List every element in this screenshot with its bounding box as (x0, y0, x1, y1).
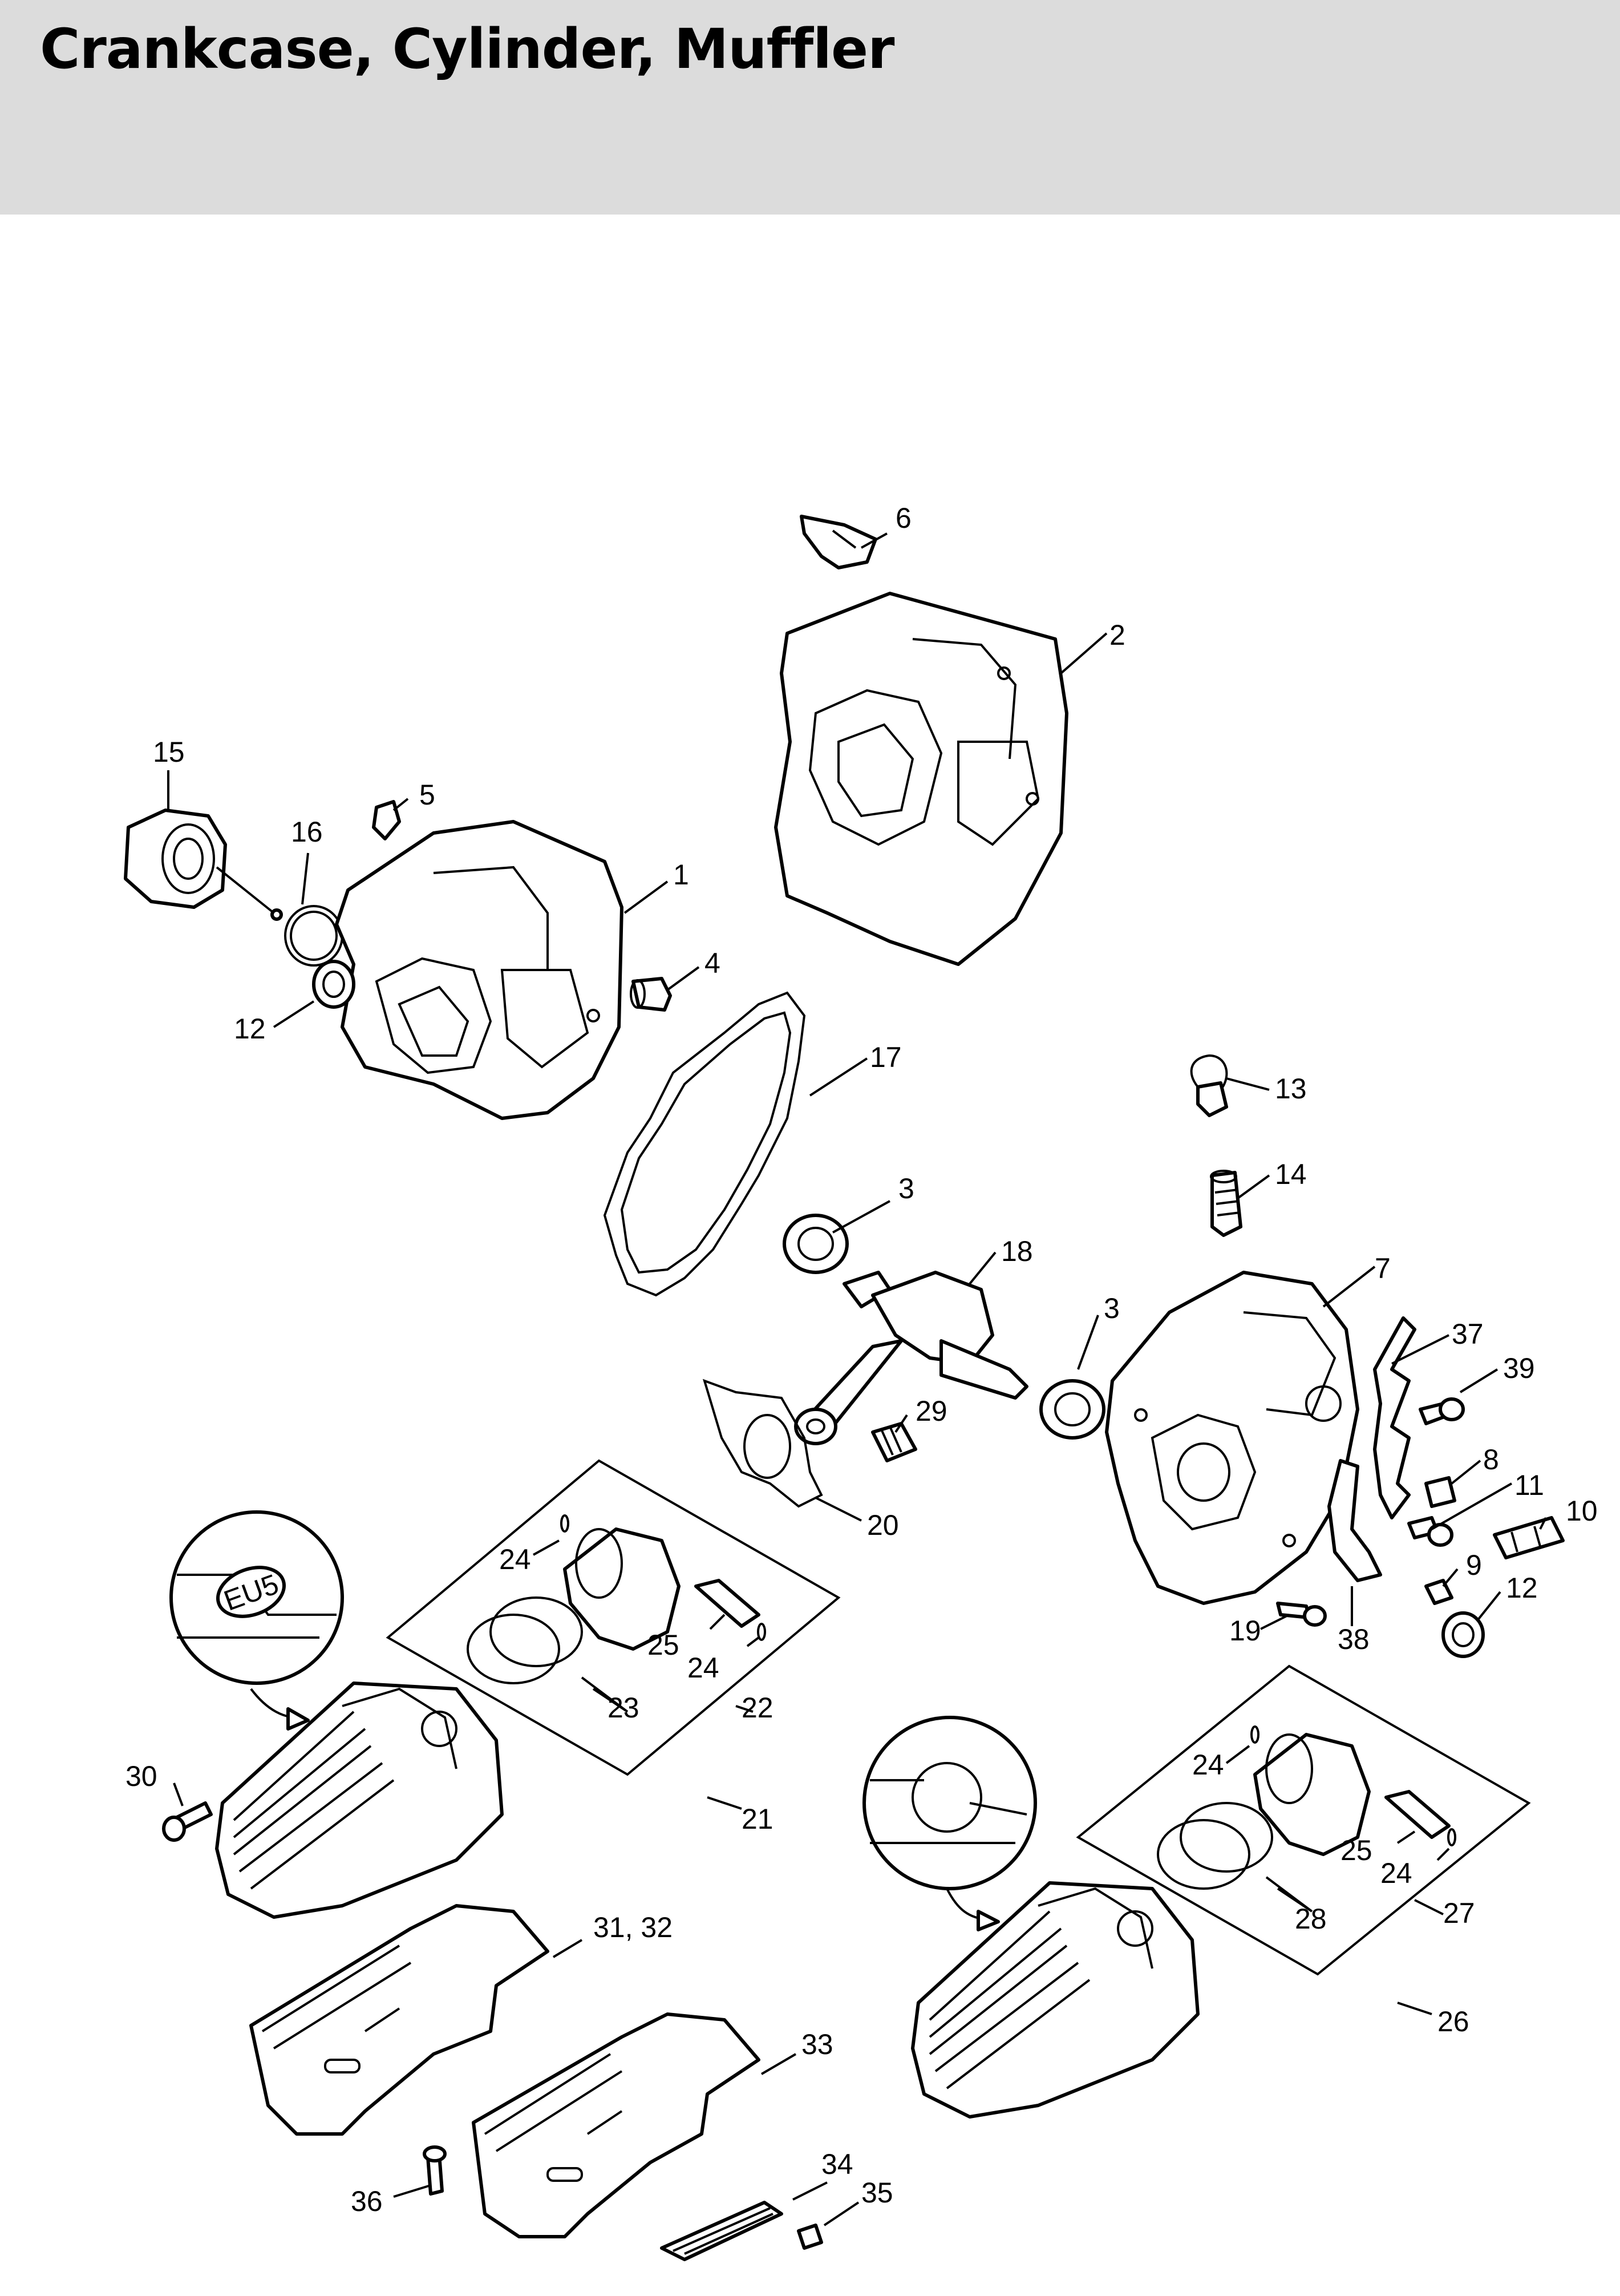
piston-kit-box-right (1076, 1664, 1531, 1976)
part-1-crankcase-half (335, 820, 623, 1120)
part-3-bearing-lower (1039, 1379, 1105, 1440)
part-8-screw (1424, 1476, 1456, 1508)
callout-39: 39 (1503, 1352, 1535, 1384)
part-34-spark-screen (660, 2201, 783, 2261)
callout-25-b: 25 (1340, 1834, 1372, 1866)
part-14-valve (1210, 1170, 1242, 1237)
callout-24-d: 24 (1380, 1857, 1412, 1889)
callout-24-a: 24 (499, 1543, 531, 1575)
callout-15: 15 (153, 736, 185, 768)
part-38-plate (1327, 1459, 1382, 1582)
callout-23: 23 (608, 1692, 639, 1724)
callout-8: 8 (1483, 1444, 1499, 1476)
part-30-screw (162, 1801, 213, 1842)
callout-20: 20 (867, 1509, 899, 1541)
part-12-shaft-seal-left (312, 960, 355, 1009)
callout-22: 22 (742, 1692, 773, 1724)
callout-labels: 6 2 15 5 16 1 4 12 17 13 14 3 18 7 3 37 … (125, 502, 1598, 2217)
callout-37: 37 (1452, 1318, 1484, 1350)
callout-17: 17 (870, 1041, 902, 1073)
callout-35: 35 (861, 2177, 893, 2209)
part-10-stud (1493, 1516, 1565, 1559)
callout-30: 30 (125, 1760, 157, 1792)
part-2-crankcase-half (774, 592, 1068, 966)
callout-4: 4 (704, 947, 720, 979)
callout-21: 21 (742, 1803, 773, 1835)
part-37-plate (1373, 1316, 1416, 1519)
part-16-o-ring (284, 905, 343, 967)
callout-34: 34 (821, 2148, 853, 2180)
callout-24-c: 24 (1192, 1749, 1224, 1781)
callout-16: 16 (291, 816, 323, 848)
callout-1: 1 (673, 859, 689, 891)
part-5-plug (372, 800, 401, 840)
part-36-screw (423, 2145, 447, 2196)
part-19-screw (1276, 1602, 1327, 1627)
part-3-bearing-upper (783, 1214, 849, 1274)
callout-3-upper: 3 (898, 1173, 914, 1204)
callout-11: 11 (1514, 1469, 1544, 1501)
callout-25-a: 25 (647, 1629, 679, 1661)
part-7-crankcase (1105, 1271, 1359, 1605)
callout-31-32: 31, 32 (593, 1911, 673, 1943)
part-33-muffler (472, 2012, 760, 2238)
part-12-shaft-seal-right (1441, 1611, 1485, 1658)
callout-28: 28 (1295, 1903, 1327, 1935)
part-13-fitting (1190, 1054, 1228, 1117)
part-15-starter (124, 809, 283, 921)
callout-38: 38 (1338, 1623, 1370, 1655)
part-39-screw (1419, 1397, 1465, 1425)
callout-36: 36 (351, 2185, 383, 2217)
part-26-cylinder-right (911, 1881, 1200, 2119)
callout-6: 6 (896, 502, 912, 534)
callout-26: 26 (1437, 2006, 1469, 2038)
callout-24-b: 24 (687, 1652, 719, 1684)
part-17-gasket (603, 991, 806, 1297)
part-11-screw (1407, 1516, 1453, 1547)
zoom-inset-right (862, 1716, 1037, 1931)
header-bar: Crankcase, Cylinder, Muffler (0, 0, 1620, 215)
part-35-screw (797, 2224, 823, 2250)
callout-5: 5 (419, 779, 435, 811)
callout-2: 2 (1109, 619, 1125, 651)
callout-3-lower: 3 (1104, 1292, 1120, 1324)
zoom-inset-left: EU5 (169, 1510, 344, 1731)
piston-kit-box-left (386, 1459, 841, 1776)
callout-12-left: 12 (234, 1013, 266, 1045)
callout-19: 19 (1229, 1615, 1261, 1647)
leader-lines (167, 532, 1547, 2226)
callout-29: 29 (916, 1395, 947, 1427)
part-21-cylinder-left (215, 1681, 504, 1919)
part-20-gasket (702, 1379, 823, 1508)
page-title: Crankcase, Cylinder, Muffler (40, 17, 894, 81)
callout-7: 7 (1375, 1252, 1391, 1284)
part-29-needle-cage (871, 1422, 917, 1462)
part-9-screw (1424, 1579, 1453, 1605)
callout-9: 9 (1466, 1549, 1482, 1581)
part-4-sleeve (630, 977, 672, 1012)
callout-33: 33 (801, 2028, 833, 2060)
part-31-32-muffler (249, 1904, 549, 2136)
callout-14: 14 (1275, 1158, 1307, 1190)
callout-18: 18 (1001, 1235, 1033, 1267)
callout-10: 10 (1566, 1495, 1598, 1527)
part-6-cover (800, 515, 877, 569)
callout-27: 27 (1443, 1897, 1475, 1929)
callout-12-right: 12 (1506, 1572, 1538, 1604)
part-18-crankshaft (794, 1271, 1028, 1445)
callout-13: 13 (1275, 1073, 1307, 1105)
